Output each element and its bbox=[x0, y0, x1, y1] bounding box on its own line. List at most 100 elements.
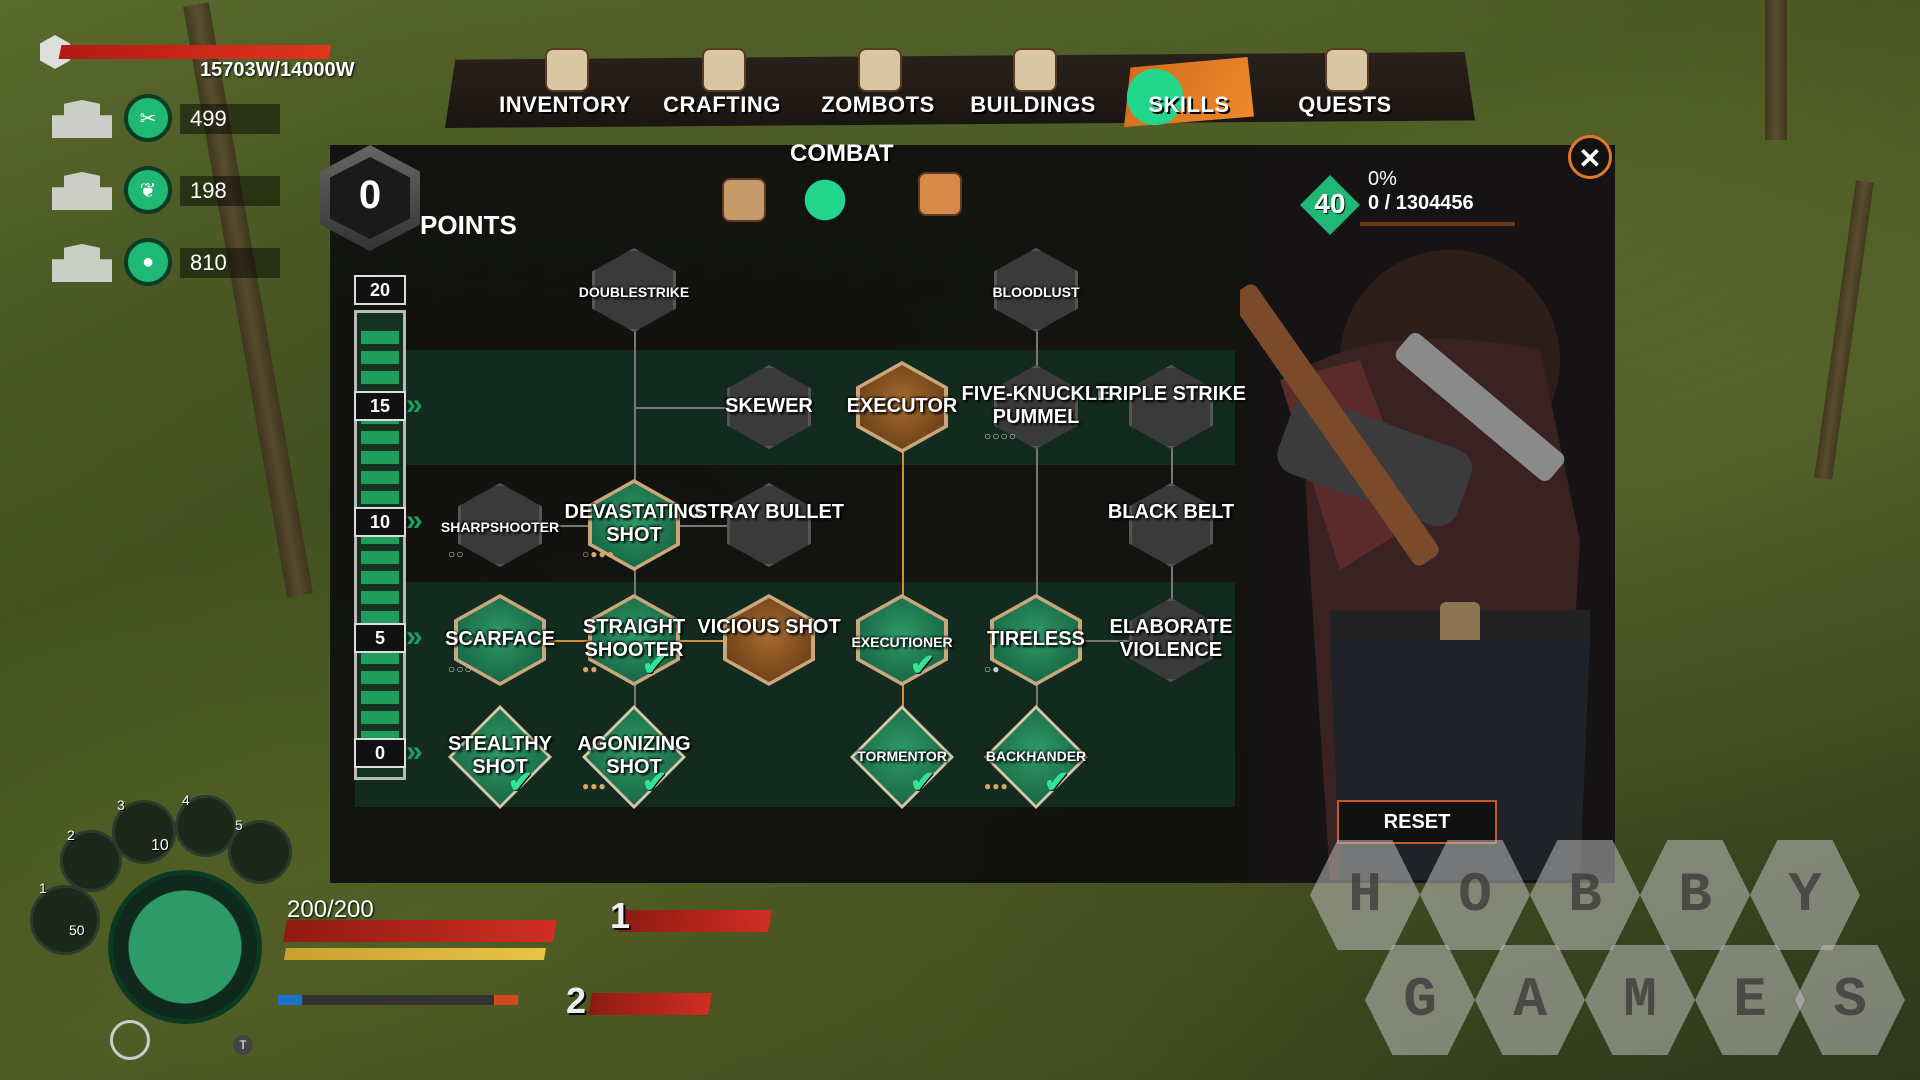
player-level-value: 40 bbox=[1314, 188, 1346, 219]
level-tag-0: 0 bbox=[354, 738, 406, 768]
health-text: 200/200 bbox=[287, 896, 374, 923]
skill-vicious-shot[interactable]: VICIOUS SHOT bbox=[697, 594, 841, 686]
skill-label: VICIOUS SHOT bbox=[697, 616, 841, 638]
ability-bar-1 bbox=[618, 910, 772, 932]
rank-dots: ●●● bbox=[582, 779, 607, 793]
hotbar-slot-5[interactable]: 5 bbox=[228, 817, 292, 884]
rank-dots: ●●● bbox=[984, 779, 1009, 793]
skill-label: TRIPLE STRIKE bbox=[1095, 383, 1246, 405]
check-icon: ✔ bbox=[910, 649, 936, 682]
slot-count: 50 bbox=[69, 922, 85, 938]
skill-backhander[interactable]: BACKHANDER ✔ ●●● bbox=[984, 705, 1088, 809]
tab-label: BUILDINGS bbox=[970, 92, 1096, 117]
hotbar-slot-2[interactable]: 2 bbox=[60, 827, 122, 892]
tab-inventory[interactable]: INVENTORY bbox=[490, 48, 640, 118]
main-tab-bar bbox=[445, 52, 1475, 128]
watermark-letter: B bbox=[1640, 840, 1750, 950]
tree-trunk bbox=[1765, 0, 1787, 140]
equipped-weapon-slot[interactable] bbox=[108, 870, 262, 1024]
skill-executioner[interactable]: EXECUTIONER ✔ bbox=[851, 594, 953, 686]
skill-points-value: 0 bbox=[358, 173, 382, 217]
level-tag-20: 20 bbox=[354, 275, 406, 305]
watermark-letter: M bbox=[1585, 945, 1695, 1055]
tree-connector bbox=[634, 407, 769, 409]
skill-straight-shooter[interactable]: STRAIGHT SHOOTER ✔ ●● bbox=[582, 594, 685, 686]
weight-bar-fill bbox=[58, 45, 332, 59]
level-tag-15: 15 bbox=[354, 391, 406, 421]
skill-elaborate-violence[interactable]: ELABORATE VIOLENCE bbox=[1110, 598, 1232, 682]
hotbar-slot-4[interactable]: 4 bbox=[175, 792, 237, 857]
xp-progress: 0 / 1304456 bbox=[1368, 192, 1474, 214]
resource-value: 198 bbox=[180, 176, 280, 206]
machete-icon[interactable] bbox=[785, 170, 865, 230]
food-icon: ❦ bbox=[124, 166, 172, 214]
skill-label: FIVE-KNUCKLE PUMMEL bbox=[961, 383, 1111, 428]
skill-label: DOUBLESTRIKE bbox=[578, 284, 690, 300]
scrap-icon: ✂ bbox=[124, 94, 172, 142]
watermark-letter: Y bbox=[1750, 840, 1860, 950]
ability-key-1: 1 bbox=[610, 895, 631, 936]
tab-skills[interactable]: SKILLS bbox=[1114, 57, 1264, 127]
xp-percent: 0% bbox=[1368, 168, 1397, 190]
ability-key-2: 2 bbox=[566, 980, 587, 1021]
skill-triple-strike[interactable]: TRIPLE STRIKE bbox=[1096, 365, 1246, 449]
watermark-letter: O bbox=[1420, 840, 1530, 950]
tab-label: SKILLS bbox=[1148, 92, 1230, 117]
tab-label: CRAFTING bbox=[663, 92, 781, 117]
carry-weight-text: 15703W/14000W bbox=[200, 59, 355, 81]
tree-trunk bbox=[1814, 180, 1874, 480]
tab-zombots[interactable]: ZOMBOTS bbox=[803, 48, 953, 118]
backpack-icon[interactable] bbox=[722, 178, 766, 222]
skill-executor[interactable]: EXECUTOR bbox=[847, 361, 957, 453]
chevron-right-icon: » bbox=[406, 735, 423, 768]
seed-icon: ● bbox=[124, 238, 172, 286]
skill-label: DEVASTATING SHOT bbox=[564, 501, 704, 546]
skill-black-belt[interactable]: BLACK BELT bbox=[1108, 483, 1234, 567]
watermark-letter: G bbox=[1365, 945, 1475, 1055]
skill-stealthy-shot[interactable]: STEALTHY SHOT ✔ bbox=[448, 705, 552, 809]
check-icon: ✔ bbox=[910, 766, 936, 799]
skill-bloodlust[interactable]: BLOODLUST bbox=[992, 248, 1080, 332]
check-icon: ✔ bbox=[642, 766, 668, 799]
skill-label: SKEWER bbox=[725, 395, 813, 417]
watermark-letter: B bbox=[1530, 840, 1640, 950]
skill-tormentor[interactable]: TORMENTOR ✔ bbox=[850, 705, 954, 809]
skill-stray-bullet[interactable]: STRAY BULLET bbox=[694, 483, 844, 567]
tab-quests[interactable]: QUESTS bbox=[1270, 48, 1420, 118]
skill-agonizing-shot[interactable]: AGONIZING SHOT ✔ ●●● bbox=[577, 705, 691, 809]
level-tag-10: 10 bbox=[354, 507, 406, 537]
hammer-icon bbox=[702, 48, 746, 92]
hotbar-slot-3[interactable]: 3 10 bbox=[112, 797, 176, 864]
backpack-icon bbox=[545, 48, 589, 92]
xp-progress-bar bbox=[1360, 222, 1515, 226]
knife-icon[interactable] bbox=[918, 172, 962, 216]
reload-icon bbox=[110, 1020, 150, 1060]
skill-five-knuckle-pummel[interactable]: FIVE-KNUCKLE PUMMEL ○○○○ bbox=[962, 365, 1110, 449]
skill-label: STEALTHY SHOT bbox=[447, 733, 553, 778]
check-icon: ✔ bbox=[642, 649, 668, 682]
skill-scarface[interactable]: SCARFACE ○○○ bbox=[445, 594, 555, 686]
skill-label: EXECUTIONER bbox=[851, 634, 953, 650]
tab-buildings[interactable]: BUILDINGS bbox=[958, 48, 1108, 118]
tab-label: QUESTS bbox=[1298, 92, 1392, 117]
skill-skewer[interactable]: SKEWER bbox=[725, 365, 813, 449]
skill-label: STRAIGHT SHOOTER bbox=[582, 616, 686, 661]
reset-button[interactable]: RESET bbox=[1337, 800, 1497, 844]
tree-connector bbox=[1036, 640, 1171, 642]
chevron-right-icon: » bbox=[406, 620, 423, 653]
skill-sharpshooter[interactable]: SHARPSHOOTER ○○ bbox=[441, 483, 559, 567]
watermark-letter: E bbox=[1695, 945, 1805, 1055]
skill-label: STRAY BULLET bbox=[693, 501, 845, 523]
tab-crafting[interactable]: CRAFTING bbox=[647, 48, 797, 118]
health-bar bbox=[283, 920, 557, 942]
close-button[interactable]: ✕ bbox=[1568, 135, 1612, 179]
book-icon bbox=[1325, 48, 1369, 92]
skill-devastating-shot[interactable]: DEVASTATING SHOT ○●●● bbox=[565, 479, 703, 571]
check-icon: ✔ bbox=[1044, 766, 1070, 799]
hotbar-slot-1[interactable]: 1 50 bbox=[30, 880, 100, 955]
skill-doublestrike[interactable]: DOUBLESTRIKE bbox=[579, 248, 689, 332]
flashlight-key: T bbox=[233, 1035, 253, 1055]
skill-tireless[interactable]: TIRELESS ○● bbox=[984, 594, 1085, 686]
rank-dots: ○● bbox=[984, 662, 1001, 676]
carry-weight-bar: 15703W/14000W bbox=[40, 35, 370, 81]
